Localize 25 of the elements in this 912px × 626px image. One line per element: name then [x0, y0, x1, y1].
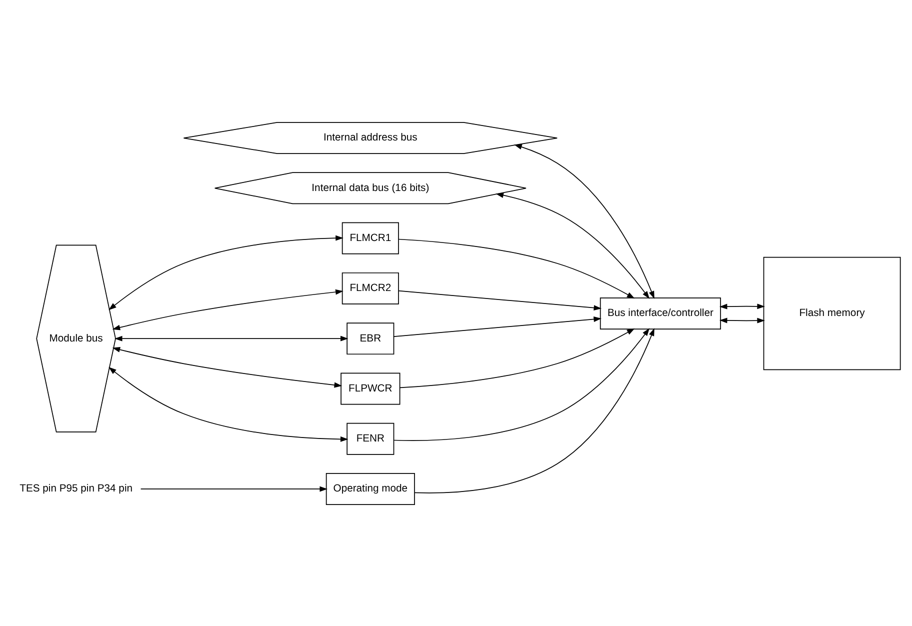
- node-box: FLMCR2: [342, 272, 399, 304]
- node-box: Bus interface/controller: [600, 297, 721, 329]
- arrow: [719, 317, 765, 323]
- arrow: [719, 303, 765, 309]
- node-box: EBR: [346, 322, 394, 354]
- node-box: FLMCR1: [342, 222, 399, 254]
- arrow: [398, 238, 635, 298]
- node-box: Flash memory: [763, 256, 901, 370]
- arrow: [112, 288, 344, 330]
- node-box: Operating mode: [326, 472, 415, 504]
- arrow: [393, 316, 602, 337]
- arrow: [140, 486, 328, 492]
- arrow: [414, 328, 654, 493]
- arrow: [114, 335, 348, 341]
- arrow: [514, 144, 654, 298]
- arrow: [399, 328, 635, 388]
- arrow: [108, 366, 348, 442]
- node-text: TES pin P95 pin P34 pin: [20, 483, 133, 494]
- arrow: [496, 192, 650, 298]
- arrow: [112, 346, 342, 388]
- arrow: [398, 290, 602, 310]
- arrow: [108, 234, 344, 310]
- arrow: [394, 328, 650, 440]
- node-box: FENR: [346, 422, 394, 454]
- node-box: FLPWCR: [340, 372, 400, 404]
